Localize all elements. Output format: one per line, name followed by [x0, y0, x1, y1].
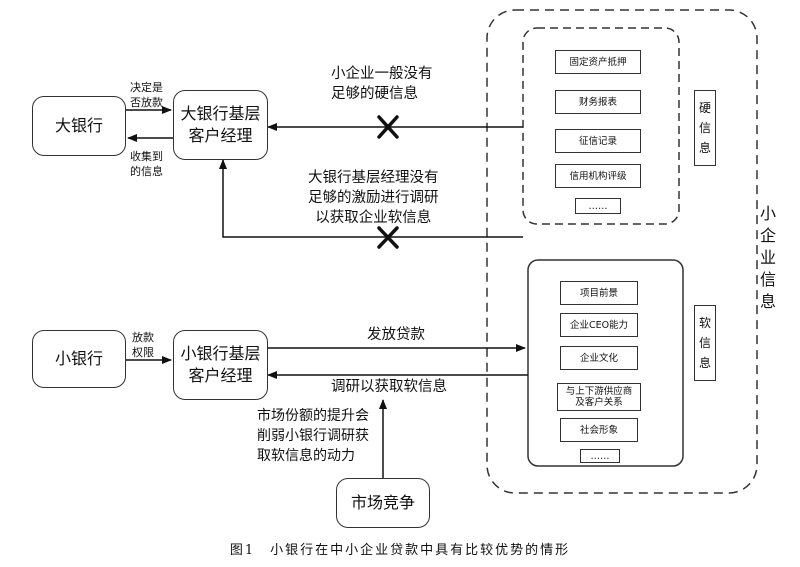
cross-mark-hard-info — [377, 115, 399, 139]
soft-info-item: 与上下游供应商 及客户关系 — [557, 383, 641, 411]
collected-info-label: 收集到 的信息 — [130, 150, 163, 178]
figure-caption: 图1 小银行在中小企业贷款中具有比较优势的情形 — [229, 543, 571, 558]
cross-mark-soft-info — [377, 226, 399, 249]
soft-info-box — [527, 259, 684, 467]
hard-info-item: …… — [575, 198, 621, 214]
soft-info-item: 项目前景 — [560, 281, 638, 305]
sme-info-outer-box — [486, 9, 758, 494]
hard-info-item: 信用机构评级 — [555, 164, 641, 188]
hard-info-item: 征信记录 — [555, 129, 641, 153]
market-share-label: 市场份额的提升会 削弱小银行调研获 取软信息的动力 — [257, 408, 369, 464]
research-soft-label: 调研以获取软信息 — [331, 379, 447, 395]
no-hard-info-label: 小企业一般没有 足够的硬信息 — [331, 66, 433, 102]
soft-info-item: 企业CEO能力 — [560, 313, 638, 337]
soft-info-item: …… — [580, 449, 620, 463]
big-bank-manager-node: 大银行基层 客户经理 — [173, 90, 268, 160]
big-bank-node: 大银行 — [32, 96, 126, 156]
soft-info-side-label: 软 信 息 — [694, 305, 716, 381]
no-incentive-label: 大银行基层经理没有 足够的激励进行调研 以获取企业软信息 — [308, 170, 439, 226]
hard-info-side-label: 硬 信 息 — [694, 90, 716, 166]
soft-info-item: 社会形象 — [560, 418, 638, 442]
issue-loan-label: 发放贷款 — [367, 327, 425, 343]
hard-info-dashed-box — [522, 27, 680, 225]
small-bank-node: 小银行 — [32, 330, 126, 388]
soft-info-item: 企业文化 — [560, 346, 638, 370]
market-competition-node: 市场竞争 — [336, 478, 430, 528]
sme-info-label: 小 企 业 信 息 — [759, 204, 776, 311]
hard-info-item: 财务报表 — [555, 90, 641, 114]
loan-authority-label: 放款 权限 — [132, 331, 154, 359]
hard-info-item: 固定资产抵押 — [555, 50, 641, 74]
arrow-soft-info-to-big — [219, 159, 523, 238]
decide-loan-label: 决定是 否放款 — [130, 81, 163, 109]
small-bank-manager-node: 小银行基层 客户经理 — [173, 330, 268, 400]
